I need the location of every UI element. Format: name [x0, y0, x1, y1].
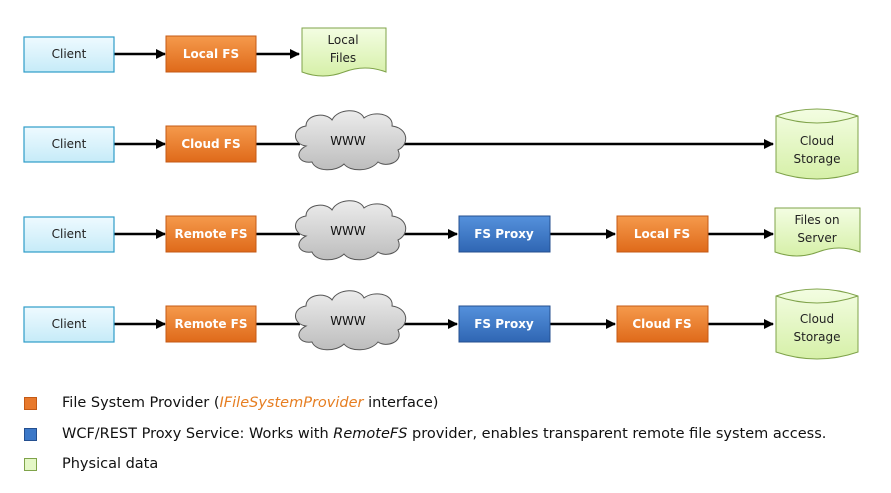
www-cloud-shape: [295, 110, 407, 171]
client-label: Client: [52, 227, 87, 241]
fs-proxy-box: [458, 305, 551, 343]
client-box: [23, 306, 115, 343]
www-cloud-shape: [295, 290, 407, 351]
cloud-storage-label-line1: Cloud: [800, 134, 834, 148]
row-cloud: Client Cloud FS WWW Cloud Storage: [23, 108, 859, 180]
row-local: Client Local FS Local Files: [23, 27, 387, 77]
local-files-label-line1: Local: [327, 33, 358, 47]
row-remote-local: Client Remote FS WWW FS Proxy Local FS F…: [23, 200, 861, 261]
www-label: WWW: [330, 314, 366, 328]
local-fs-label: Local FS: [634, 227, 690, 241]
cylinder-top-rim: [775, 115, 859, 124]
local-fs-box: [616, 215, 709, 253]
server-files-document: [774, 207, 861, 257]
row-remote-cloud: Client Remote FS WWW FS Proxy Cloud FS C…: [23, 288, 859, 360]
www-label: WWW: [330, 134, 366, 148]
cloud-storage-label-line2: Storage: [794, 330, 841, 344]
cloud-storage-cylinder: [775, 108, 859, 180]
local-files-document: [301, 27, 387, 77]
www-cloud-shape: [295, 200, 407, 261]
local-fs-box: [165, 35, 257, 73]
cloud-fs-label: Cloud FS: [181, 137, 240, 151]
remote-fs-label: Remote FS: [174, 317, 247, 331]
local-fs-label: Local FS: [183, 47, 239, 61]
server-files-label-line2: Server: [797, 231, 836, 245]
www-label: WWW: [330, 224, 366, 238]
remote-fs-box: [165, 305, 257, 343]
fs-proxy-label: FS Proxy: [474, 227, 534, 241]
cylinder-top-rim: [775, 295, 859, 304]
client-box: [23, 216, 115, 253]
local-files-label-line2: Files: [330, 51, 356, 65]
client-label: Client: [52, 137, 87, 151]
remote-fs-label: Remote FS: [174, 227, 247, 241]
client-label: Client: [52, 317, 87, 331]
cloud-storage-label-line2: Storage: [794, 152, 841, 166]
remote-fs-box: [165, 215, 257, 253]
fs-proxy-label: FS Proxy: [474, 317, 534, 331]
cloud-fs-box: [165, 125, 257, 163]
client-box: [23, 126, 115, 163]
fs-proxy-box: [458, 215, 551, 253]
cloud-storage-label-line1: Cloud: [800, 312, 834, 326]
client-box: [23, 36, 115, 73]
cloud-fs-label: Cloud FS: [632, 317, 691, 331]
cloud-fs-box: [616, 305, 709, 343]
cloud-storage-cylinder: [775, 288, 859, 360]
server-files-label-line1: Files on: [794, 213, 839, 227]
client-label: Client: [52, 47, 87, 61]
